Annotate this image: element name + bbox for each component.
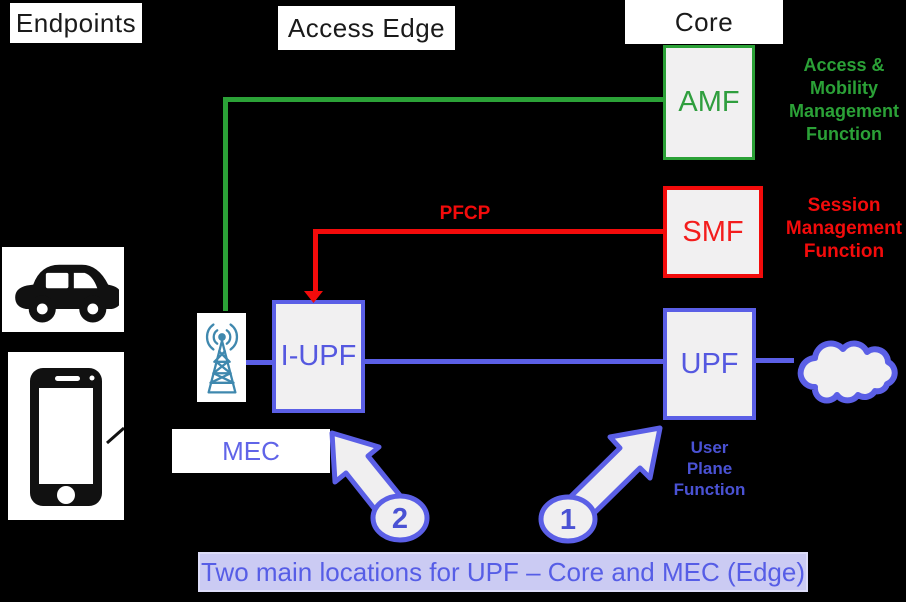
pfcp-protocol-label: PFCP (439, 203, 491, 224)
amf-ran-link-horizontal (223, 97, 663, 102)
callout-1-circle (538, 494, 598, 544)
callout-1-number: 1 (560, 504, 576, 536)
mec-label: MEC (172, 429, 330, 473)
callout-2-number: 2 (392, 503, 408, 535)
cell-tower-icon (205, 322, 238, 394)
smf-node: SMF (663, 186, 763, 278)
smf-description: Session Management Function (785, 195, 903, 262)
iupf-upf-link (363, 359, 665, 364)
internet-cloud-icon (797, 340, 898, 404)
smf-iupf-link-horizontal (313, 229, 663, 234)
amf-description: Access & Mobility Management Function (788, 55, 900, 144)
amf-node: AMF (663, 45, 755, 160)
car-endpoint (2, 247, 124, 332)
smartphone-icon (30, 368, 124, 506)
access-edge-section-label: Access Edge (278, 6, 455, 50)
smartphone-callout-line (106, 426, 124, 445)
smf-iupf-link-vertical (313, 229, 318, 291)
amf-ran-link-vertical (223, 97, 228, 311)
endpoints-section-label: Endpoints (10, 3, 142, 43)
smf-iupf-arrowhead-icon (304, 291, 323, 303)
ran-iupf-link (245, 360, 275, 365)
radio-access-node (197, 313, 246, 402)
callout-2-circle (370, 493, 430, 543)
core-section-label: Core (625, 0, 783, 44)
upf-cloud-link (754, 358, 794, 363)
upf-node: UPF (663, 308, 756, 420)
smartphone-endpoint (8, 352, 124, 520)
summary-banner: Two main locations for UPF – Core and ME… (198, 552, 808, 592)
car-icon (15, 264, 119, 322)
iupf-node: I-UPF (272, 300, 365, 413)
upf-description: User Plane Function (673, 438, 746, 499)
